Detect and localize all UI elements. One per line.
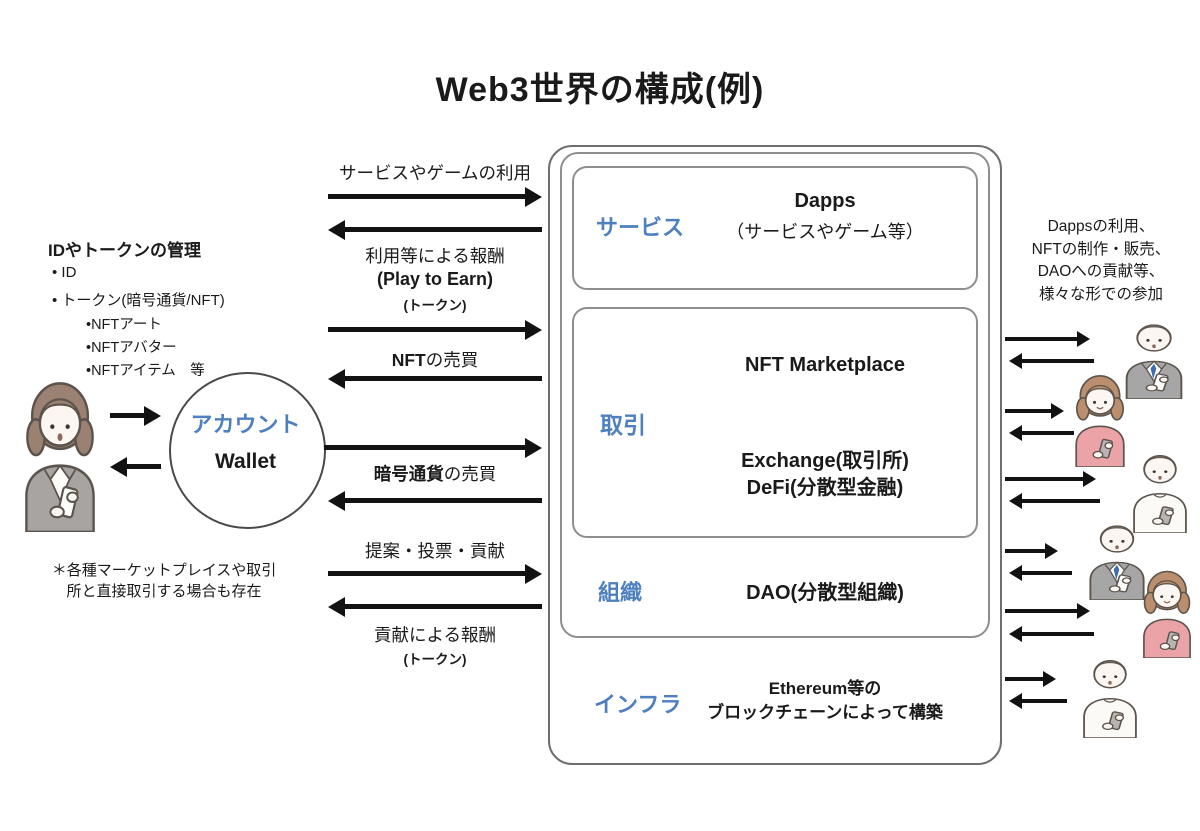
arrow-participant6-out xyxy=(1022,699,1067,703)
flow-label-nft-trade: NFTの売買 xyxy=(325,347,545,372)
service-label: サービス xyxy=(596,215,685,240)
user-woman-illustration xyxy=(12,374,108,532)
participant-shirt-man-2-illustration xyxy=(1074,646,1146,738)
bullet-item-id: • ID xyxy=(52,264,77,281)
arrow-participant2-out xyxy=(1022,431,1074,435)
arrow-participant6-in xyxy=(1005,677,1043,681)
service-line1: Dapps xyxy=(794,190,856,212)
direct-trade-note: ＊各種マーケットプレイスや取引 所と直接取引する場合も存在 xyxy=(30,560,298,602)
arrow-crypto-buy xyxy=(324,445,525,450)
arrow-nft-buy xyxy=(328,327,525,332)
flow-label-service-use: サービスやゲームの利用 xyxy=(339,163,531,183)
participation-line2: NFTの制作・販売、 xyxy=(1031,240,1171,258)
flow-label-contribution: 貢献による報酬 xyxy=(374,625,496,645)
flow-label-crypto-trade: 暗号通貨の売買 xyxy=(325,461,545,486)
participation-text: Dappsの利用、 NFTの制作・販売、 DAOへの貢献等、 様々な形での参加 xyxy=(1003,216,1199,306)
arrow-participant3-in xyxy=(1005,477,1083,481)
service-box xyxy=(572,166,978,290)
account-wallet-circle xyxy=(169,372,326,529)
flow-label-nft-trade-rest: の売買 xyxy=(425,350,479,370)
arrow-nft-sell xyxy=(345,376,542,381)
bullet-item-token: • トークン(暗号通貨/NFT) xyxy=(52,292,225,309)
infra-label: インフラ xyxy=(594,692,682,717)
trade-line2: Exchange(取引所) xyxy=(741,450,909,472)
arrow-participant1-out xyxy=(1022,359,1094,363)
participation-line3: DAOへの貢献等、 xyxy=(1037,263,1165,280)
flow-label-proposal: 提案・投票・貢献 xyxy=(365,541,505,561)
direct-trade-note-line2: 所と直接取引する場合も存在 xyxy=(66,583,262,600)
flow-label-crypto-trade-bold: 暗号通貨 xyxy=(373,464,444,484)
trade-line1: NFT Marketplace xyxy=(744,354,906,376)
flow-label-reward: 利用等による報酬 xyxy=(365,246,505,266)
arrow-reward xyxy=(345,227,542,232)
platform-box xyxy=(560,152,990,638)
flow-label-contribution-token: (トークン) xyxy=(403,652,467,667)
flow-label-reward-token: (トークン) xyxy=(403,298,467,313)
arrow-crypto-sell xyxy=(345,498,542,503)
org-line1: DAO(分散型組織) xyxy=(746,582,904,604)
flow-label-play-to-earn: (Play to Earn) xyxy=(376,269,494,289)
web3-stack-box xyxy=(548,145,1002,765)
infra-line2: ブロックチェーンによって構築 xyxy=(707,703,943,722)
direct-trade-note-line1: ＊各種マーケットプレイスや取引 xyxy=(51,562,277,579)
arrow-participant5-out xyxy=(1022,632,1094,636)
infra-line1: Ethereum等の xyxy=(768,679,882,698)
arrow-participant3-out xyxy=(1022,499,1100,503)
account-label: アカウント xyxy=(190,412,301,437)
trade-box xyxy=(572,307,978,538)
service-line2: （サービスやゲーム等） xyxy=(726,222,924,242)
trade-line3: DeFi(分散型金融) xyxy=(746,477,904,499)
flow-label-nft-trade-bold: NFT xyxy=(391,350,426,370)
sub-bullet-nft-item: •NFTアイテム 等 xyxy=(86,363,205,379)
arrow-participant4-in xyxy=(1005,549,1045,553)
participation-line1: Dappsの利用、 xyxy=(1047,218,1155,235)
wallet-management-heading: IDやトークンの管理 xyxy=(48,241,201,260)
arrow-service-use xyxy=(328,194,525,199)
sub-bullet-nft-art: •NFTアート xyxy=(86,317,162,333)
arrow-user-to-wallet xyxy=(110,413,144,418)
participant-pink-woman-2-illustration xyxy=(1134,566,1200,658)
org-label: 組織 xyxy=(598,580,643,605)
participation-line4: 様々な形での参加 xyxy=(1038,285,1163,303)
wallet-label: Wallet xyxy=(214,450,277,473)
arrow-wallet-to-user xyxy=(127,464,161,469)
flow-label-crypto-trade-rest: の売買 xyxy=(443,464,497,484)
arrow-participant5-in xyxy=(1005,609,1077,613)
arrow-contribution-reward xyxy=(345,604,542,609)
arrow-participant2-in xyxy=(1005,409,1051,413)
page-title: Web3世界の構成(例) xyxy=(435,71,765,109)
arrow-participant4-out xyxy=(1022,571,1072,575)
trade-label: 取引 xyxy=(600,412,646,438)
arrow-participant1-in xyxy=(1005,337,1077,341)
sub-bullet-nft-avatar: •NFTアバター xyxy=(86,340,177,356)
arrow-proposal xyxy=(328,571,525,576)
